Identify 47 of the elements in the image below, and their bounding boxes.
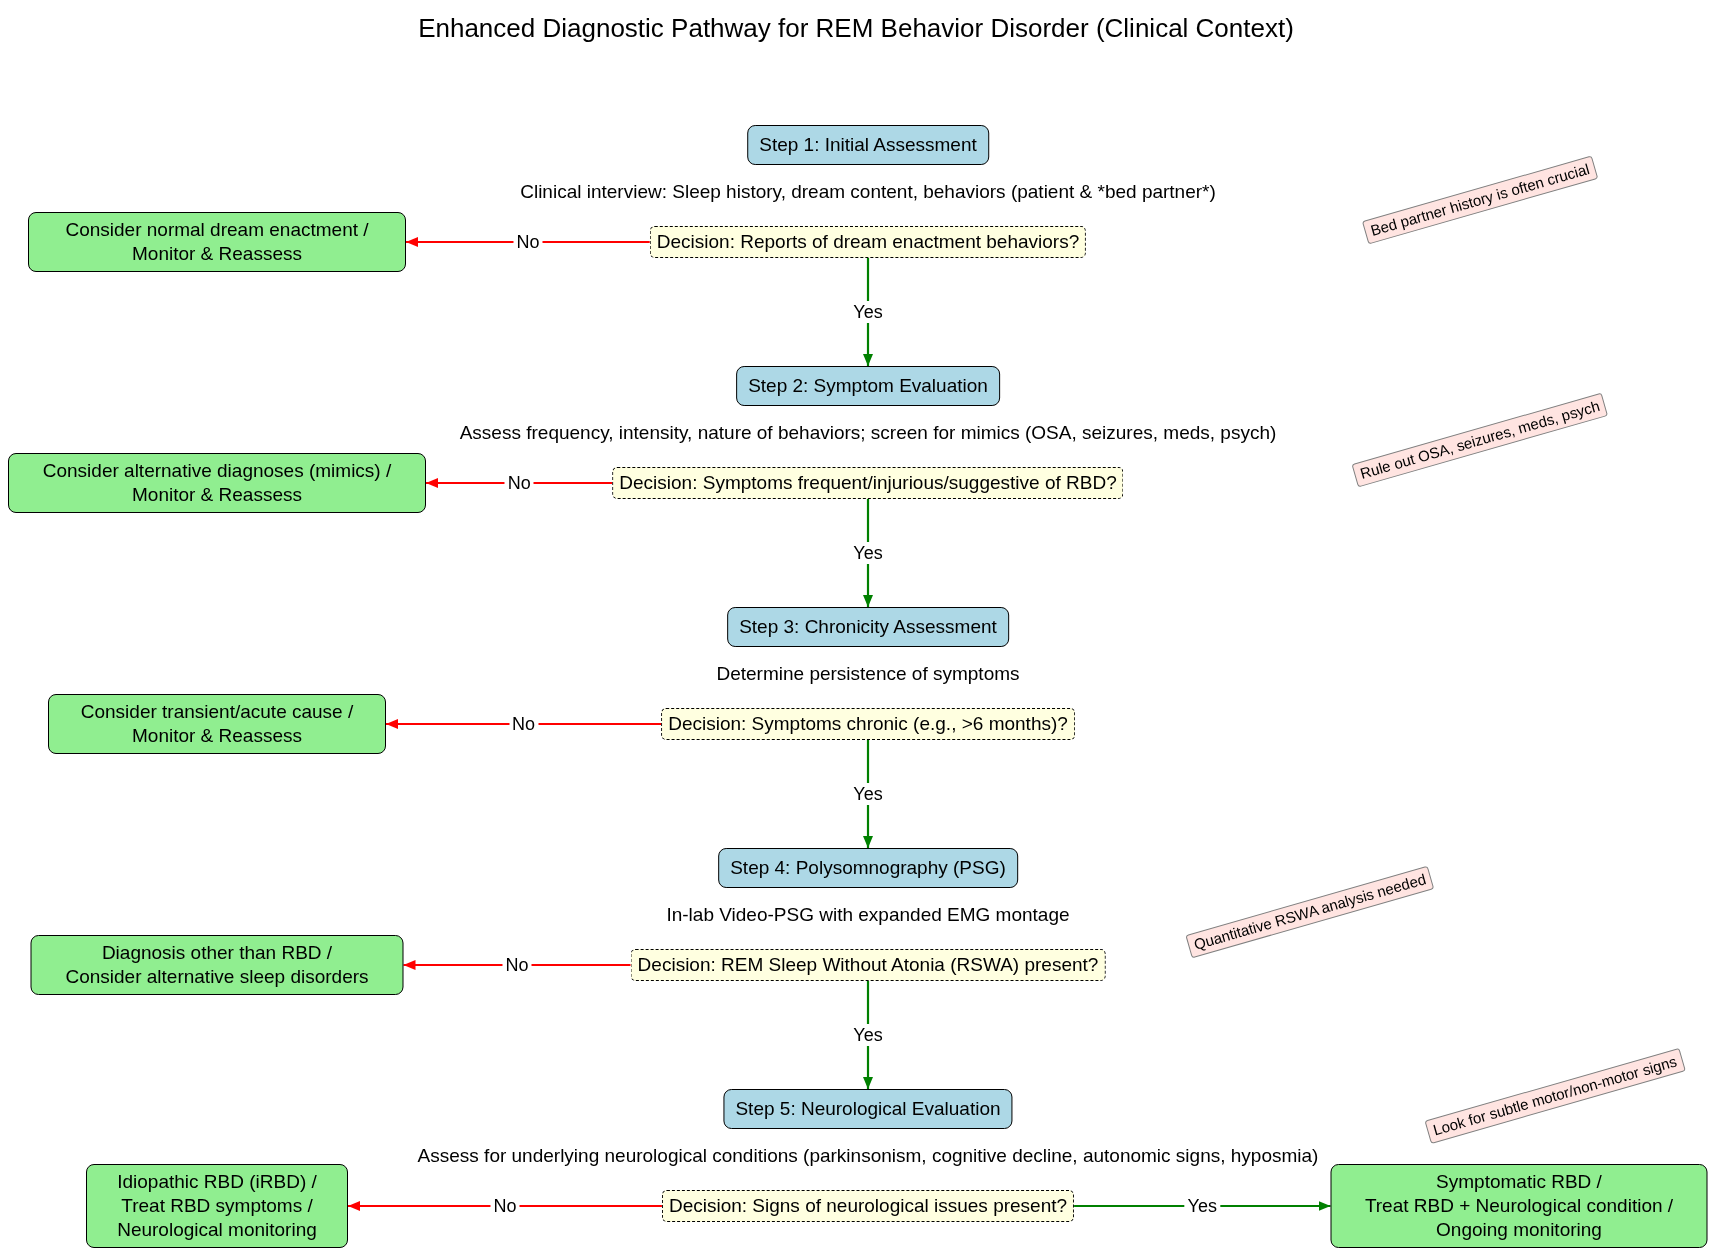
outcome-box [8,453,426,513]
decision-box [649,226,1087,258]
decision-question: Decision: Symptoms chronic (e.g., >6 months)? [668,712,1068,736]
outcome-text: Consider alternative diagnoses (mimics) / Monitor & Reassess [41,459,393,507]
edge-label: Yes [850,1024,886,1046]
decision-question: Decision: Reports of dream enactment behaviors? [656,230,1080,254]
outcome-box [30,935,404,995]
arrow [348,1201,662,1211]
arrow [403,960,631,970]
step-title: Step 3: Chronicity Assessment [739,615,997,639]
step-description: Clinical interview: Sleep history, dream content, behaviors (patient & *bed partner*) [520,180,1216,204]
outcome-text: Consider normal dream enactment / Monitor & Reassess [64,218,370,266]
step-description: Determine persistence of symptoms [716,662,1020,686]
edge-label: Yes [850,301,886,323]
step-description: Assess frequency, intensity, nature of behaviors; screen for mimics (OSA, seizures, meds, psych) [459,421,1277,445]
decision-box [630,949,1106,981]
step-box [747,125,989,165]
step-box [727,607,1009,647]
step-description: In-lab Video-PSG with expanded EMG montage [666,903,1070,927]
decision-box [661,708,1075,740]
diagram-title: Enhanced Diagnostic Pathway for REM Behavior Disorder (Clinical Context) [418,12,1294,44]
outcome-box [28,212,406,272]
outcome-text: Consider transient/acute cause / Monitor & Reassess [79,700,355,748]
outcome-text: Idiopathic RBD (iRBD) / Treat RBD symptoms / Neurological monitoring [116,1170,318,1242]
step-description: Assess for underlying neurological conditions (parkinsonism, cognitive decline, autonomic signs, hyposmia) [417,1144,1319,1168]
step-box [723,1089,1013,1129]
step-box [736,366,1000,406]
decision-question: Decision: Symptoms frequent/injurious/suggestive of RBD? [619,471,1117,495]
step-title: Step 5: Neurological Evaluation [735,1097,1001,1121]
decision-box [612,467,1124,499]
edge-label: Yes [850,542,886,564]
outcome-text: Symptomatic RBD / Treat RBD + Neurological condition / Ongoing monitoring [1363,1170,1675,1242]
decision-question: Decision: Signs of neurological issues present? [668,1194,1068,1218]
decision-question: Decision: REM Sleep Without Atonia (RSWA) present? [637,953,1099,977]
arrow [386,719,662,729]
step-title: Step 4: Polysomnography (PSG) [730,856,1006,880]
note-text: Bed partner history is often crucial [1368,159,1592,241]
step-title: Step 2: Symptom Evaluation [748,374,988,398]
note-text: Rule out OSA, seizures, meds, psych [1357,396,1603,484]
step-title: Step 1: Initial Assessment [759,133,977,157]
decision-box [661,1190,1075,1222]
outcome-text: Diagnosis other than RBD / Consider alternative sleep disorders [64,941,370,989]
outcome-box [86,1164,348,1248]
outcome-box [1330,1164,1708,1248]
edge-label: Yes [850,783,886,805]
step-box [718,848,1018,888]
outcome-box [48,694,386,754]
